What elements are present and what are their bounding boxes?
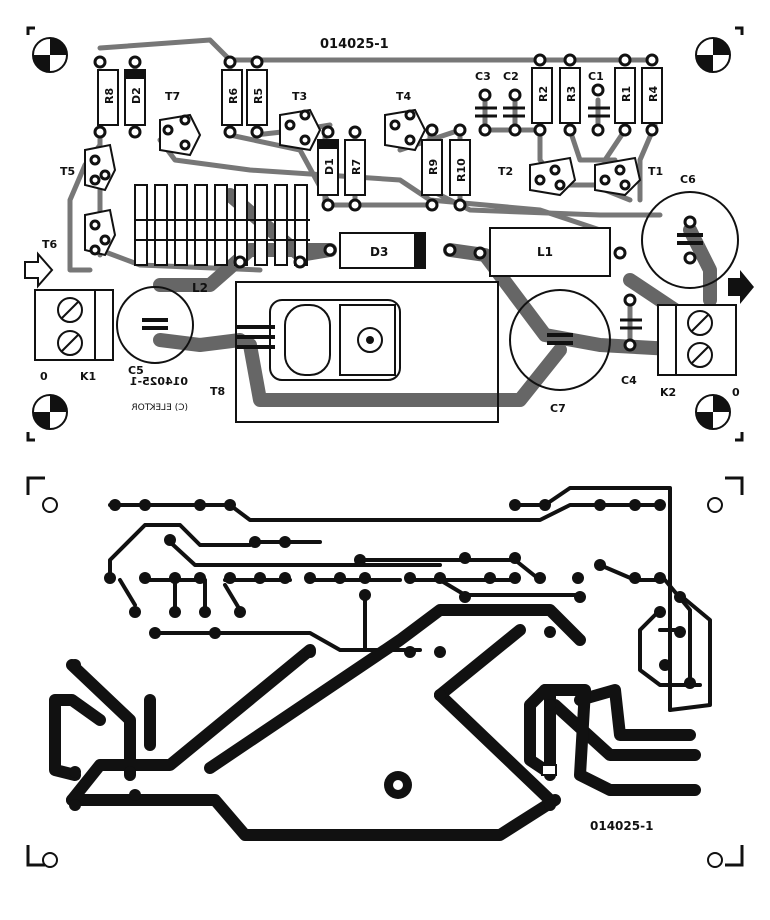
label-d3: D3 bbox=[370, 245, 388, 259]
corner-marks-bottom bbox=[26, 476, 744, 867]
label-t4: T4 bbox=[396, 90, 412, 103]
electrolytic-capacitors bbox=[116, 191, 739, 391]
label-r8: R8 bbox=[103, 88, 116, 104]
copyright-mirror: (C) ELEKTOR bbox=[131, 403, 188, 413]
diode-bodies bbox=[124, 69, 426, 269]
board-code-top: 014025-1 bbox=[320, 37, 389, 52]
input-arrow-icon bbox=[24, 251, 54, 289]
label-k2-ground: 0 bbox=[732, 386, 740, 399]
label-r3: R3 bbox=[565, 86, 578, 102]
copper-side-view: 014025-1 bbox=[26, 476, 744, 868]
label-t6: T6 bbox=[42, 238, 58, 251]
output-arrow-icon bbox=[728, 270, 754, 304]
label-d2: D2 bbox=[130, 87, 143, 104]
label-r9: R9 bbox=[427, 159, 440, 175]
copper-pad-square bbox=[541, 764, 557, 776]
label-r2: R2 bbox=[537, 86, 550, 102]
inductor-l2-coil bbox=[134, 184, 310, 266]
inductor-l1-body bbox=[489, 227, 611, 277]
label-c4: C4 bbox=[621, 374, 637, 387]
connector-k2 bbox=[657, 304, 737, 376]
resistor-bodies bbox=[97, 67, 663, 196]
label-c1: C1 bbox=[588, 70, 604, 83]
label-r6: R6 bbox=[227, 88, 240, 104]
copper-traces-thin bbox=[108, 486, 712, 712]
label-k1: K1 bbox=[80, 370, 96, 383]
copper-traces-thick bbox=[49, 604, 701, 841]
label-t3: T3 bbox=[292, 90, 307, 103]
connector-k1 bbox=[34, 289, 114, 361]
label-t5: T5 bbox=[60, 165, 75, 178]
label-d1: D1 bbox=[323, 158, 336, 175]
label-c3: C3 bbox=[475, 70, 491, 83]
label-k2: K2 bbox=[660, 386, 676, 399]
small-capacitors bbox=[475, 106, 642, 330]
label-t2: T2 bbox=[498, 165, 513, 178]
transistor-t8-heatsink bbox=[235, 281, 499, 423]
registration-mark-bottom-left bbox=[26, 394, 68, 442]
label-c6: C6 bbox=[680, 173, 696, 186]
label-t7: T7 bbox=[165, 90, 180, 103]
component-labels: R8 D2 R6 R5 R2 R3 R1 R4 R7 R9 R10 D1 D3 … bbox=[40, 70, 740, 415]
registration-mark-top-right bbox=[695, 26, 744, 73]
copper-pads bbox=[69, 499, 696, 811]
label-k1-ground: 0 bbox=[40, 370, 48, 383]
label-r10: R10 bbox=[455, 158, 468, 182]
electrolytic-capacitor-plates bbox=[142, 233, 703, 345]
label-c5: C5 bbox=[128, 364, 144, 377]
solder-pads-top bbox=[89, 53, 697, 352]
label-l2: L2 bbox=[192, 281, 208, 295]
label-c7: C7 bbox=[550, 402, 566, 415]
board-code-mirror: 014025-1 bbox=[130, 375, 188, 388]
label-r5: R5 bbox=[252, 88, 265, 104]
label-r1: R1 bbox=[620, 86, 633, 102]
label-r7: R7 bbox=[350, 159, 363, 175]
registration-mark-bottom-right bbox=[695, 394, 744, 442]
label-t1: T1 bbox=[648, 165, 663, 178]
component-side-view: 014025-1 bbox=[24, 26, 754, 442]
board-code-bottom: 014025-1 bbox=[590, 819, 653, 833]
label-l1: L1 bbox=[537, 245, 553, 259]
mounting-holes bbox=[42, 497, 723, 868]
registration-mark-top-left bbox=[26, 26, 68, 73]
label-r4: R4 bbox=[647, 86, 660, 102]
label-c2: C2 bbox=[503, 70, 519, 83]
label-t8: T8 bbox=[210, 385, 225, 398]
